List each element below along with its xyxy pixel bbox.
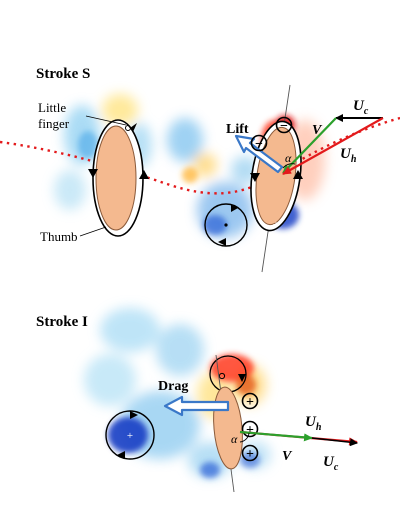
stroke-i-title: Stroke I <box>36 314 88 330</box>
svg-text:+: + <box>246 395 254 410</box>
sign-minus-top: − <box>275 116 293 134</box>
stroke-i-vortex-left: + <box>105 410 155 460</box>
stroke-s-right-hand: + <box>250 84 303 273</box>
svg-text:+: + <box>273 219 279 231</box>
label-lift: Lift <box>226 122 249 137</box>
svg-text:+: + <box>127 430 133 442</box>
leader-thumb <box>79 226 107 237</box>
label-alpha-i: α <box>231 432 238 446</box>
vector-uh <box>282 117 384 175</box>
stroke-s-left-hand <box>88 119 149 237</box>
label-thumb: Thumb <box>40 229 78 244</box>
leader-little-finger <box>85 115 127 126</box>
label-uh-s: Uh <box>340 146 357 165</box>
rotation-arrow-left <box>130 123 137 132</box>
angle-arc-s <box>282 163 296 169</box>
stroke-s-title: Stroke S <box>36 66 90 82</box>
label-alpha-s: α <box>285 151 292 165</box>
stroke-s-panel: + − − Stroke S Little finger Thumb Lift … <box>0 66 400 273</box>
sign-plus-3: + <box>241 444 259 462</box>
stroke-s-vortex <box>204 203 248 247</box>
svg-text:+: + <box>246 447 254 462</box>
sign-plus-1: + <box>241 392 259 410</box>
sign-minus-left: − <box>250 134 268 152</box>
label-uh-i: Uh <box>305 414 322 433</box>
label-v-s: V <box>312 123 323 138</box>
label-v-i: V <box>282 449 293 464</box>
label-drag: Drag <box>158 379 188 394</box>
stroke-i-panel: + + + + <box>36 308 358 493</box>
drag-arrow <box>163 395 230 417</box>
svg-text:+: + <box>246 423 254 438</box>
label-little-finger-2: finger <box>38 116 70 131</box>
label-uc-s: Uc <box>353 98 369 117</box>
vector-uc-i <box>311 437 358 447</box>
stroke-i-vorticity-field <box>84 308 271 478</box>
label-little-finger-1: Little <box>38 100 66 115</box>
svg-text:−: − <box>280 119 288 134</box>
label-uc-i: Uc <box>323 454 339 473</box>
sign-plus-2: + <box>241 420 259 438</box>
lift-arrow <box>234 134 284 174</box>
angle-arc-i <box>239 432 250 443</box>
vector-v-i <box>239 430 313 442</box>
svg-text:−: − <box>255 137 263 152</box>
